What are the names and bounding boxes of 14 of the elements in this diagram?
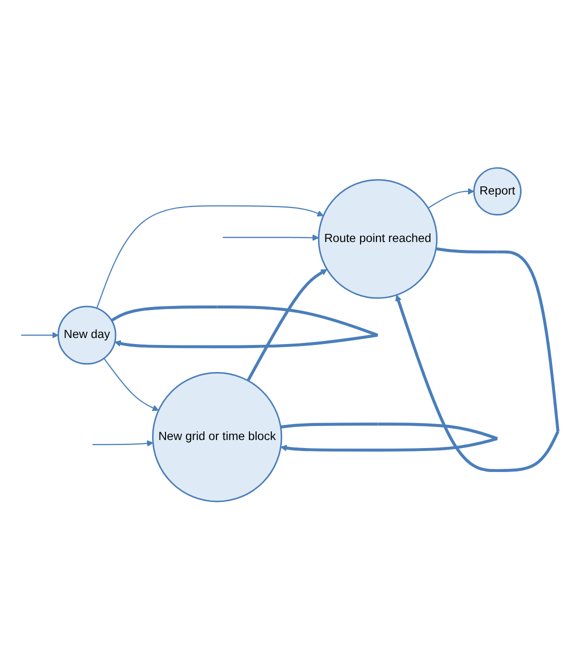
arrow bbox=[246, 269, 328, 382]
arrow bbox=[395, 248, 560, 472]
arrow bbox=[21, 332, 59, 339]
state-circle: New grid or time block bbox=[152, 372, 282, 502]
state-circle: Report bbox=[473, 168, 522, 216]
arrow bbox=[280, 422, 498, 452]
arrow bbox=[92, 440, 154, 447]
state-circle: New day bbox=[57, 306, 116, 365]
arrow bbox=[104, 358, 159, 412]
arrow bbox=[222, 234, 319, 242]
arrow bbox=[428, 188, 474, 209]
state-circle: Route point reached bbox=[318, 179, 438, 300]
arrow bbox=[110, 306, 378, 349]
arrow bbox=[96, 206, 324, 309]
